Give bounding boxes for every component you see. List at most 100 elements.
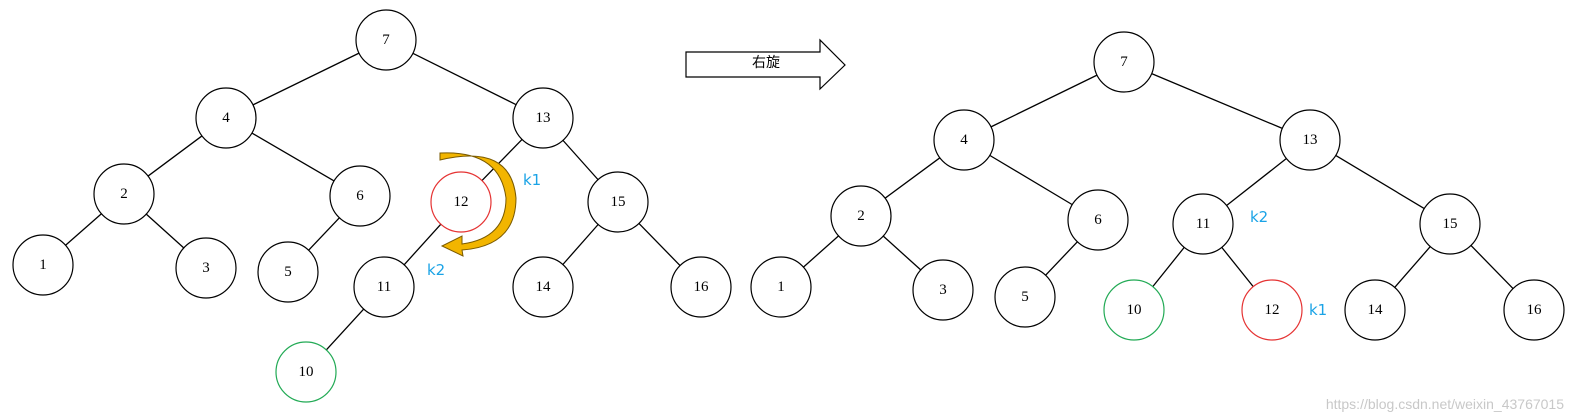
after-node-16: 16: [1503, 279, 1565, 341]
node-label: 7: [382, 32, 390, 48]
node-label: 4: [960, 132, 968, 148]
after-node-2: 2: [830, 185, 892, 247]
node-circle: [257, 241, 319, 303]
before-edge: [638, 223, 681, 266]
node-circle: [1093, 31, 1155, 93]
node-label: 12: [1265, 302, 1280, 318]
after-edge: [1152, 246, 1185, 288]
node-circle: [12, 234, 74, 296]
after-node-10: 10: [1103, 279, 1165, 341]
before-edge: [562, 139, 599, 181]
node-circle: [1279, 109, 1341, 171]
node-circle: [670, 256, 732, 318]
watermark: https://blog.csdn.net/weixin_43767015: [1325, 396, 1564, 412]
node-label: 10: [1127, 302, 1142, 318]
node-label: 4: [222, 110, 230, 126]
after-edge: [1045, 241, 1078, 276]
after-edge: [1221, 246, 1254, 288]
after-node-3: 3: [912, 259, 974, 321]
before-node-13: 13: [512, 87, 574, 149]
after-edge: [1226, 158, 1287, 206]
before-node-11: 11: [353, 256, 415, 318]
before-node-3: 3: [175, 237, 237, 299]
node-circle: [830, 185, 892, 247]
node-circle: [1344, 279, 1406, 341]
before-node-14: 14: [512, 256, 574, 318]
after-node-1: 1: [750, 256, 812, 318]
node-label: 1: [39, 257, 47, 273]
transform-arrow: 右旋: [685, 38, 846, 91]
node-circle: [175, 237, 237, 299]
node-label: 1: [777, 279, 785, 295]
before-edge: [145, 213, 185, 249]
after-node-13: 13: [1279, 109, 1341, 171]
node-label: 15: [1443, 216, 1458, 232]
before-edge: [481, 139, 523, 181]
after-edge: [1394, 246, 1431, 288]
node-label: 13: [536, 110, 551, 126]
node-label: 14: [536, 279, 552, 295]
after-edge: [882, 235, 922, 271]
rotation-arrow-icon: [439, 152, 517, 257]
before-edge: [65, 213, 102, 246]
node-circle: [353, 256, 415, 318]
node-circle: [1067, 189, 1129, 251]
node-circle: [512, 256, 574, 318]
node-circle: [1419, 193, 1481, 255]
after-tag-k2: k2: [1250, 208, 1268, 226]
node-circle: [933, 109, 995, 171]
node-circle: [750, 256, 812, 318]
before-edge: [325, 308, 365, 351]
node-label: 11: [377, 279, 391, 295]
node-label: 2: [857, 208, 865, 224]
after-node-5: 5: [994, 266, 1056, 328]
after-edge: [990, 74, 1098, 128]
node-label: 16: [1527, 302, 1543, 318]
after-node-7: 7: [1093, 31, 1155, 93]
node-circle: [587, 171, 649, 233]
node-label: 3: [202, 260, 210, 276]
before-edge: [562, 224, 599, 265]
node-label: 12: [454, 194, 469, 210]
after-node-15: 15: [1419, 193, 1481, 255]
node-label: 2: [120, 186, 128, 202]
node-circle: [912, 259, 974, 321]
before-edge: [412, 52, 517, 106]
before-edge: [252, 52, 360, 106]
after-edge: [803, 235, 839, 268]
after-edge: [1151, 73, 1283, 129]
after-edge: [1470, 245, 1514, 289]
node-circle: [1103, 279, 1165, 341]
before-edge: [251, 132, 335, 182]
after-node-14: 14: [1344, 279, 1406, 341]
after-node-4: 4: [933, 109, 995, 171]
node-label: 15: [611, 194, 626, 210]
after-edge: [989, 154, 1073, 206]
before-node-12: 12: [430, 171, 492, 233]
node-circle: [275, 341, 337, 403]
node-label: 10: [299, 364, 314, 380]
after-node-12: 12: [1241, 279, 1303, 341]
before-node-1: 1: [12, 234, 74, 296]
node-circle: [430, 171, 492, 233]
node-label: 13: [1303, 132, 1318, 148]
node-circle: [994, 266, 1056, 328]
before-tag-k1: k1: [523, 171, 541, 189]
before-node-4: 4: [195, 87, 257, 149]
node-label: 6: [356, 188, 364, 204]
after-node-11: 11: [1172, 193, 1234, 255]
before-node-2: 2: [93, 163, 155, 225]
node-circle: [1172, 193, 1234, 255]
before-node-7: 7: [355, 9, 417, 71]
after-edge: [884, 157, 941, 199]
before-node-15: 15: [587, 171, 649, 233]
node-label: 16: [694, 279, 710, 295]
node-label: 3: [939, 282, 947, 298]
node-circle: [1241, 279, 1303, 341]
node-circle: [1503, 279, 1565, 341]
node-label: 6: [1094, 212, 1102, 228]
before-edge: [403, 223, 442, 266]
before-edge: [147, 135, 203, 177]
